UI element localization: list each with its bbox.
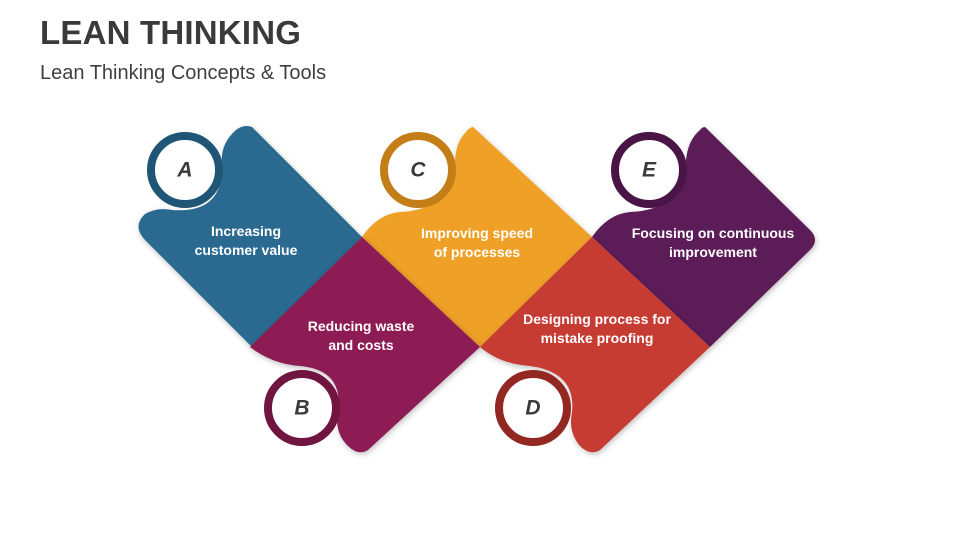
- badge-b: B: [264, 370, 340, 446]
- segment-a-shape: [138, 126, 362, 347]
- badge-a-ring: [147, 132, 223, 208]
- badge-e: E: [611, 132, 687, 208]
- segment-c: [362, 127, 592, 347]
- page-title: LEAN THINKING: [40, 14, 302, 51]
- segment-b-label-line2: and costs: [328, 337, 394, 353]
- badge-a-letter: A: [176, 159, 192, 182]
- segment-e: [592, 127, 815, 347]
- segment-b: [250, 237, 480, 453]
- segment-d: [480, 237, 710, 453]
- segment-d-label-line1: Designing process for: [523, 311, 671, 327]
- badge-e-letter: E: [642, 159, 657, 182]
- segment-b-label-line1: Reducing waste: [308, 318, 415, 334]
- segment-d-shape: [480, 237, 710, 453]
- segment-b-shape: [250, 237, 480, 453]
- badge-d-ring: [495, 370, 571, 446]
- segment-a-label-line2: customer value: [195, 242, 298, 258]
- badge-c: C: [380, 132, 456, 208]
- segment-c-label: Improving speed of processes: [421, 225, 533, 260]
- segment-a: [138, 126, 362, 347]
- segment-d-label-line2: mistake proofing: [541, 330, 654, 346]
- page-subtitle: Lean Thinking Concepts & Tools: [40, 62, 327, 84]
- badge-b-letter: B: [294, 397, 309, 420]
- segment-b-label: Reducing waste and costs: [308, 318, 415, 353]
- badge-b-ring: [264, 370, 340, 446]
- segment-e-label-line1: Focusing on continuous: [632, 225, 795, 241]
- badge-d-letter: D: [525, 397, 540, 420]
- badge-d: D: [495, 370, 571, 446]
- badge-e-ring: [611, 132, 687, 208]
- segment-a-label-line1: Increasing: [211, 223, 281, 239]
- segment-c-label-line1: Improving speed: [421, 225, 533, 241]
- segment-c-shape: [362, 127, 592, 347]
- segment-a-label: Increasing customer value: [195, 223, 298, 258]
- segment-d-label: Designing process for mistake proofing: [523, 311, 671, 346]
- badge-c-letter: C: [410, 159, 426, 182]
- segment-c-label-line2: of processes: [434, 244, 521, 260]
- badge-a: A: [147, 132, 223, 208]
- badge-c-ring: [380, 132, 456, 208]
- segment-e-label: Focusing on continuous improvement: [632, 225, 795, 260]
- segment-e-label-line2: improvement: [669, 244, 757, 260]
- segment-e-shape: [592, 127, 815, 347]
